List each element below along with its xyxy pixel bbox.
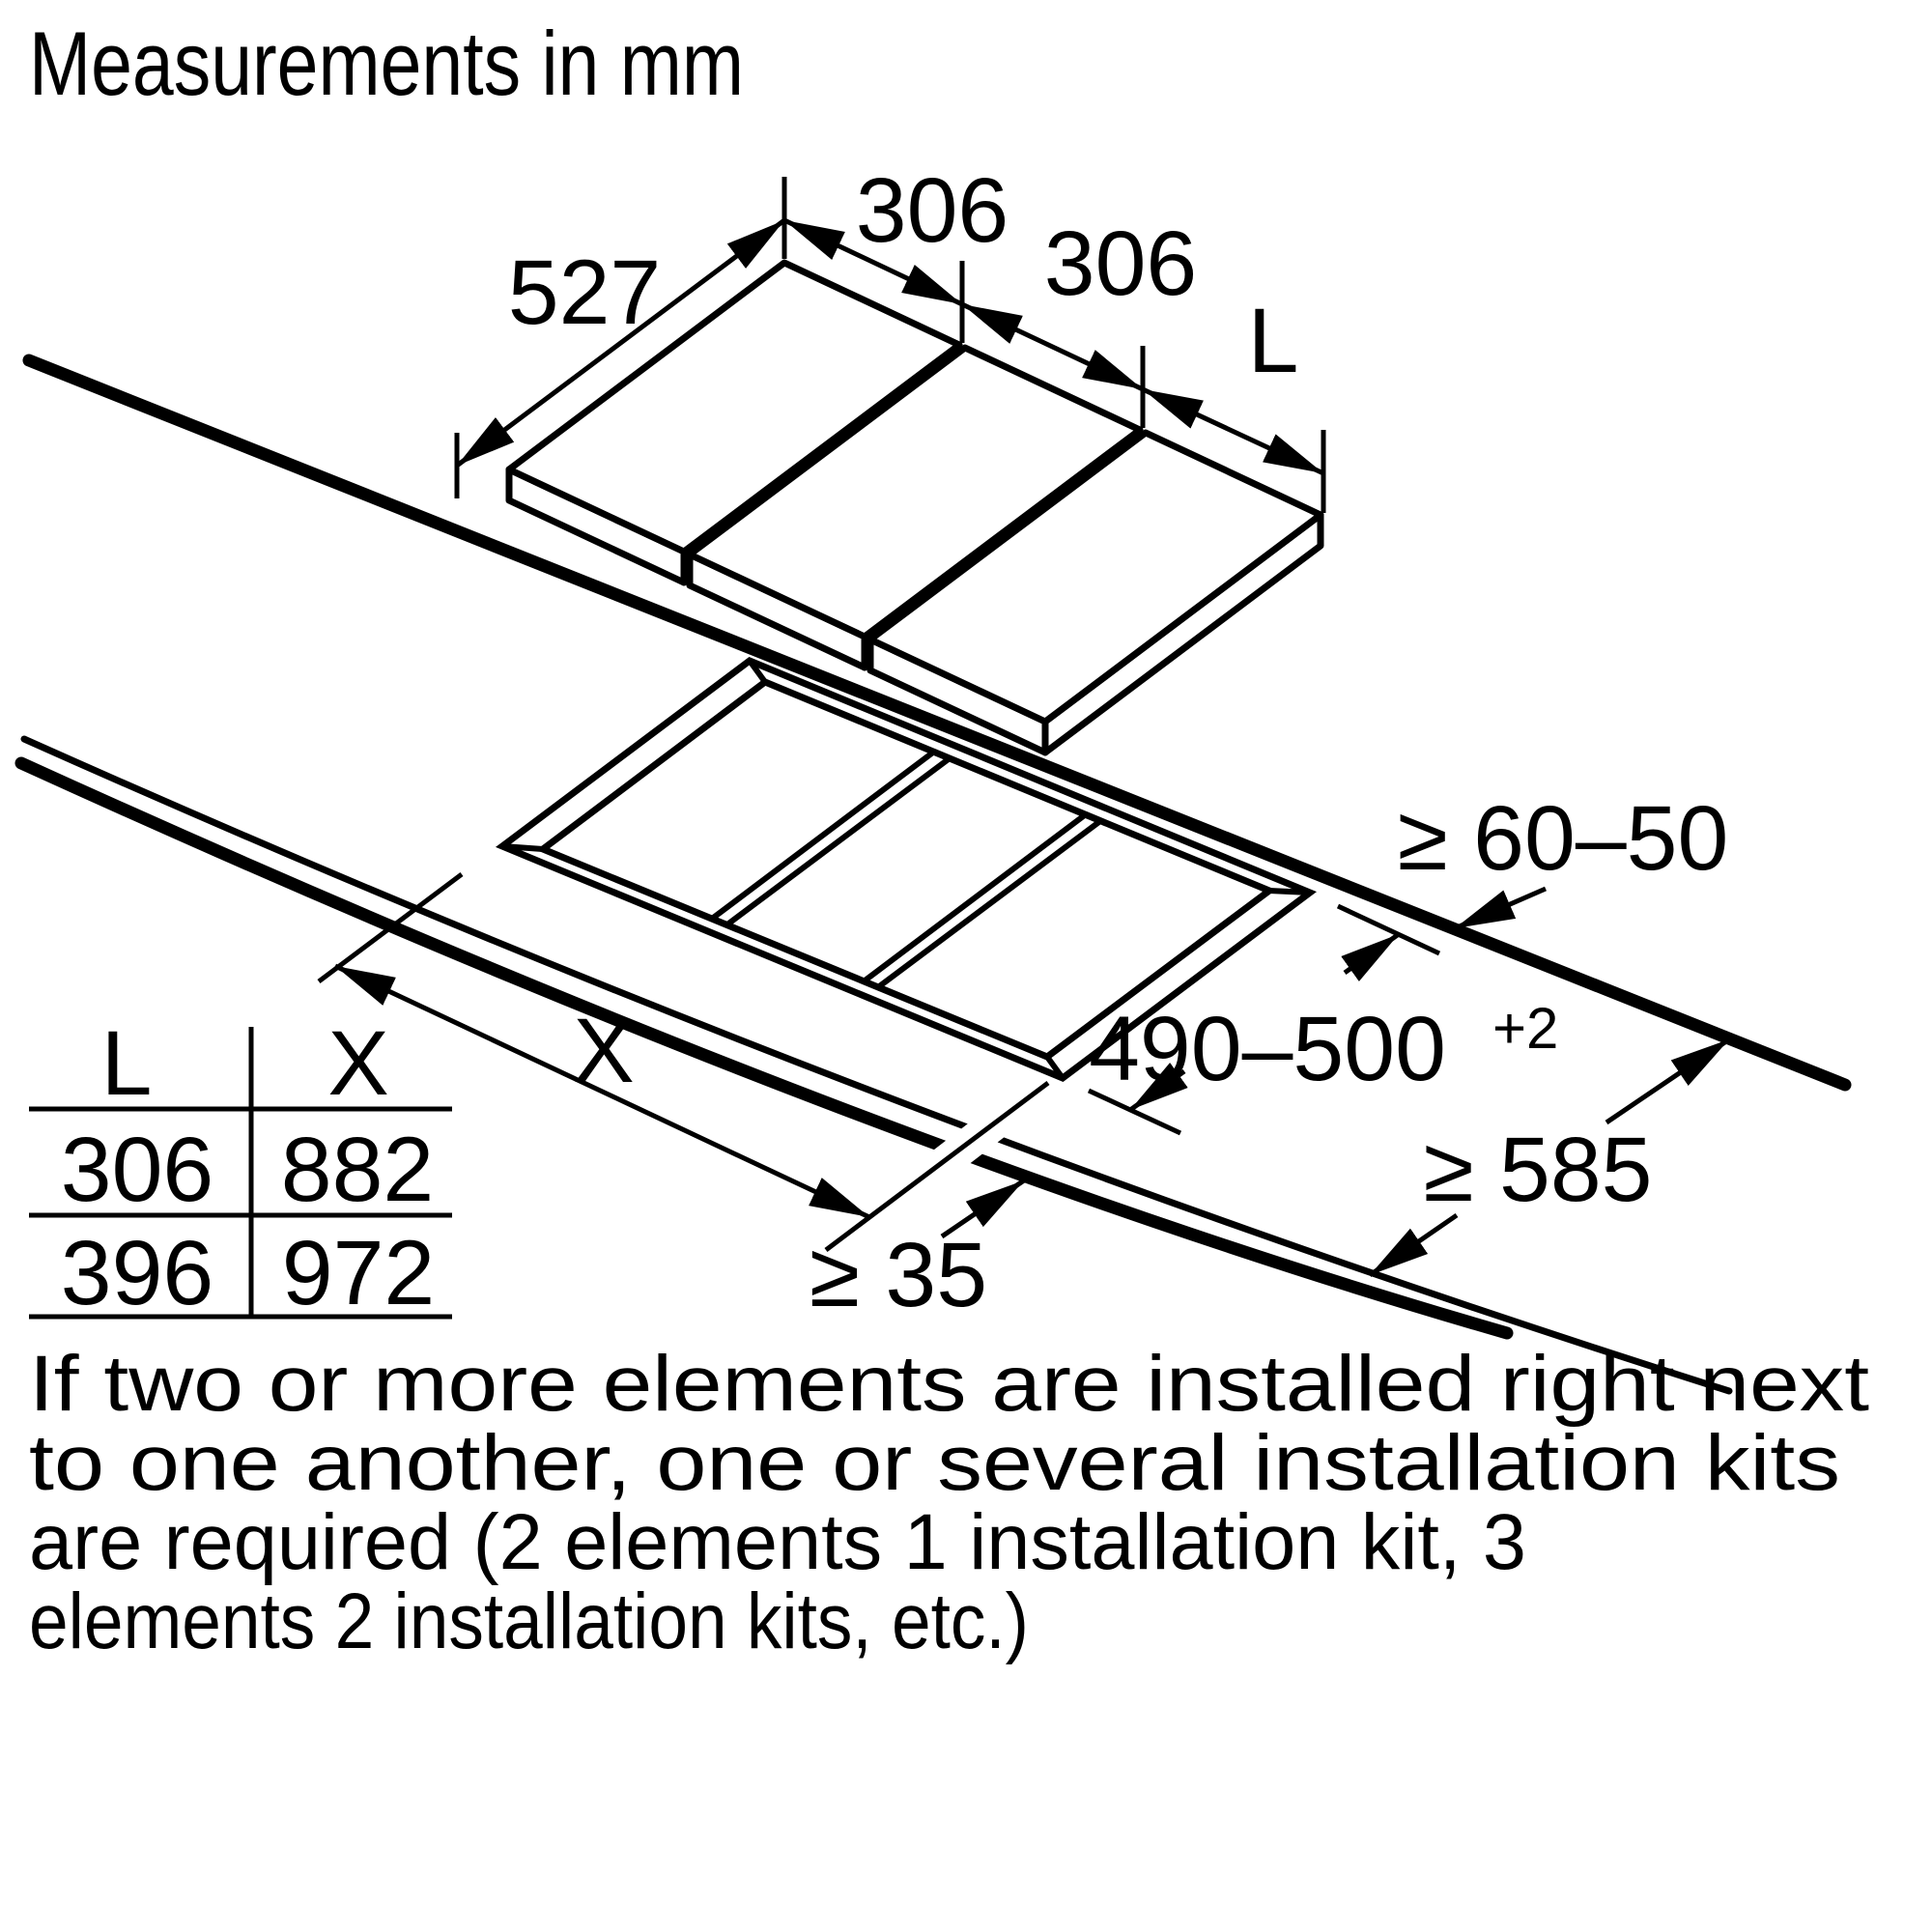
arrow-cutout-depth-upper (1341, 931, 1401, 982)
worktop-rear-edge-line (22, 354, 1852, 1092)
worktop-cutout (495, 657, 1318, 1082)
arrow-element1-width-306 (782, 217, 964, 307)
cutout-front-extension-line (1087, 1088, 1182, 1136)
arrow-rear-distance-60-50 (1454, 886, 1547, 931)
table-header-x: X (327, 1012, 388, 1115)
cutout-corner-connectors (501, 659, 1311, 1080)
table-header-l: L (101, 1012, 153, 1115)
note-line-4: elements 2 installation kits, etc.) (29, 1577, 1029, 1665)
label-cutout-depth: 490–500 (1089, 998, 1446, 1100)
installation-kit-bar-1 (710, 749, 952, 927)
extension-lines (317, 872, 1441, 1252)
installation-kit-bar-2 (862, 811, 1102, 990)
note-line-1: If two or more elements are installed ri… (29, 1340, 1869, 1428)
label-cutout-depth-tolerance: +2 (1492, 996, 1558, 1061)
cutout-right-extension-line (824, 1081, 1050, 1252)
label-element2-width: 306 (1044, 213, 1198, 315)
worktop-front-edge-top-line (20, 735, 1733, 1395)
arrow-element-depth-527 (455, 217, 786, 469)
arrow-element3-width-L (1141, 386, 1325, 476)
lx-table-rules (29, 1027, 452, 1320)
note-line-2: to one another, one or several installat… (29, 1419, 1840, 1507)
page-title: Measurements in mm (29, 13, 744, 114)
dimension-labels: 527 306 306 L ≥ 60–50 490–500 +2 ≥ 585 ≥… (508, 159, 1729, 1326)
label-element1-width: 306 (856, 159, 1009, 262)
arrow-worktop-depth-upper (1605, 1037, 1731, 1125)
label-element-depth: 527 (508, 242, 662, 344)
cutout-left-extension-line (317, 872, 464, 983)
hob-element-3-top-face (867, 429, 1324, 725)
arrow-cutout-width-X (333, 963, 871, 1220)
arrow-worktop-depth-lower (1368, 1212, 1459, 1278)
cutout-rear-extension-line (1336, 903, 1441, 956)
installation-note: If two or more elements are installed ri… (29, 1340, 1869, 1665)
hob-element-3 (867, 429, 1324, 756)
arrow-front-distance-35 (940, 1178, 1026, 1239)
lx-table: L X 306 882 396 972 (29, 1012, 452, 1324)
hob-element-2-top-face (686, 344, 1144, 640)
table-cell-row2-l: 396 (61, 1222, 214, 1324)
arrow-element2-width-306 (960, 301, 1145, 392)
note-line-3: are required (2 elements 1 installation … (29, 1498, 1526, 1586)
table-cell-row1-l: 306 (61, 1119, 214, 1221)
table-cell-row2-x: 972 (282, 1222, 436, 1324)
label-rear-distance: ≥ 60–50 (1398, 787, 1729, 890)
dimension-arrows (333, 217, 1731, 1278)
arrow-cutout-depth-lower (1128, 1062, 1188, 1113)
label-front-distance: ≥ 35 (810, 1224, 987, 1326)
label-worktop-depth: ≥ 585 (1423, 1119, 1652, 1221)
label-cutout-width: X (573, 1000, 634, 1102)
table-cell-row1-x: 882 (281, 1119, 435, 1221)
label-element3-width: L (1248, 290, 1299, 392)
